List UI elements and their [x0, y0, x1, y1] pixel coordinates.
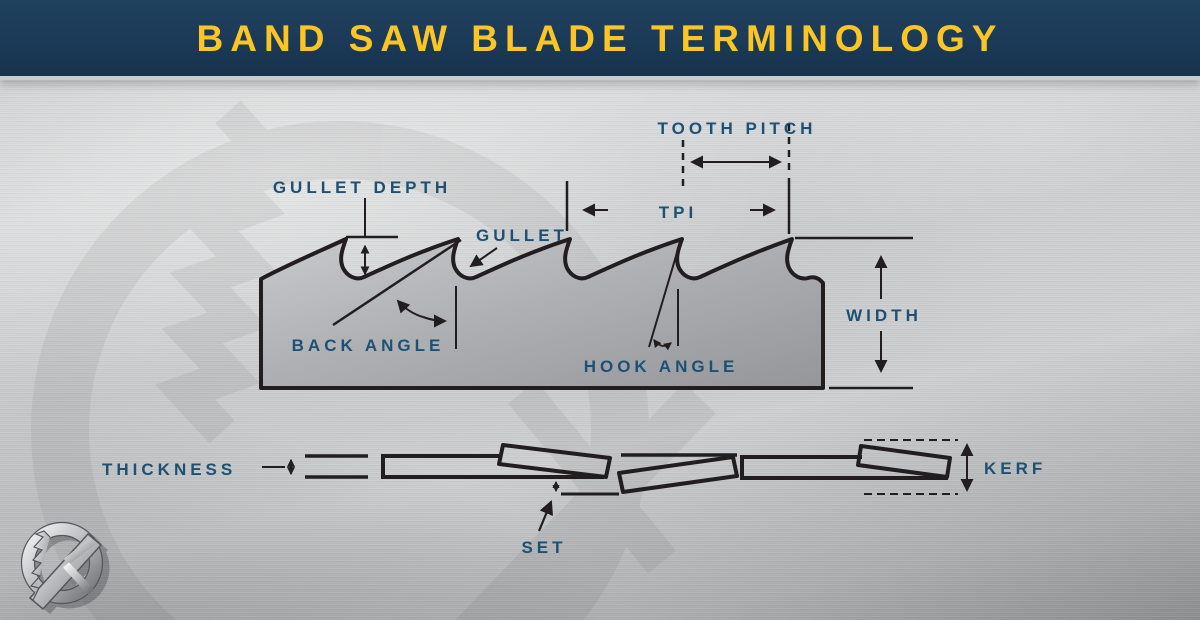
- back-angle-arc-arrow-upper: [396, 299, 424, 318]
- annotation-gullet-depth: GULLET DEPTH: [273, 178, 451, 276]
- tpi-label: TPI: [659, 203, 697, 222]
- blade-edge-view: THICKNESS SET KERF: [102, 439, 1046, 557]
- set-pointer-arrow: [537, 500, 553, 532]
- band-body-right-section: [740, 455, 948, 480]
- hook-angle-face-line: [648, 245, 680, 348]
- saw-blade-logo-icon: [20, 521, 104, 611]
- width-label: WIDTH: [846, 306, 922, 325]
- set-label: SET: [521, 538, 566, 557]
- set-tooth-up-2: [856, 444, 952, 479]
- blade-profile-shape: [259, 237, 825, 390]
- gullet-label: GULLET: [476, 226, 568, 245]
- kerf-label: KERF: [984, 459, 1046, 478]
- back-angle-tangent-line: [332, 238, 462, 327]
- hook-angle-arc-arrow-left: [653, 339, 663, 348]
- back-angle-arc-arrow-lower: [422, 314, 447, 328]
- annotation-back-angle: BACK ANGLE: [292, 238, 462, 355]
- tooth-pitch-label: TOOTH PITCH: [658, 119, 817, 138]
- blade-profile-view: TOOTH PITCH TPI GULLET DEPTH: [259, 119, 922, 390]
- annotation-tooth-pitch: TOOTH PITCH: [658, 119, 817, 234]
- set-tooth-up-1: [497, 443, 612, 479]
- set-tooth-down: [617, 455, 739, 494]
- annotation-width: WIDTH: [795, 236, 922, 390]
- annotation-tpi: TPI: [565, 181, 776, 231]
- page-title: BAND SAW BLADE TERMINOLOGY: [196, 17, 1004, 59]
- annotation-hook-angle: HOOK ANGLE: [584, 245, 739, 376]
- band-body-left-section: [381, 454, 604, 479]
- gullet-pointer-arrow: [469, 247, 498, 268]
- thickness-label: THICKNESS: [102, 460, 236, 479]
- annotation-thickness: THICKNESS: [102, 458, 296, 479]
- gullet-depth-label: GULLET DEPTH: [273, 178, 451, 197]
- back-angle-label: BACK ANGLE: [292, 336, 445, 355]
- annotation-gullet: GULLET: [469, 226, 568, 268]
- hook-angle-label: HOOK ANGLE: [584, 357, 739, 376]
- annotation-set: SET: [521, 480, 619, 557]
- hook-angle-arc-arrow-right: [661, 342, 672, 351]
- brand-logo: [20, 521, 110, 614]
- annotation-kerf: KERF: [864, 439, 1046, 495]
- title-bar: BAND SAW BLADE TERMINOLOGY: [0, 0, 1200, 80]
